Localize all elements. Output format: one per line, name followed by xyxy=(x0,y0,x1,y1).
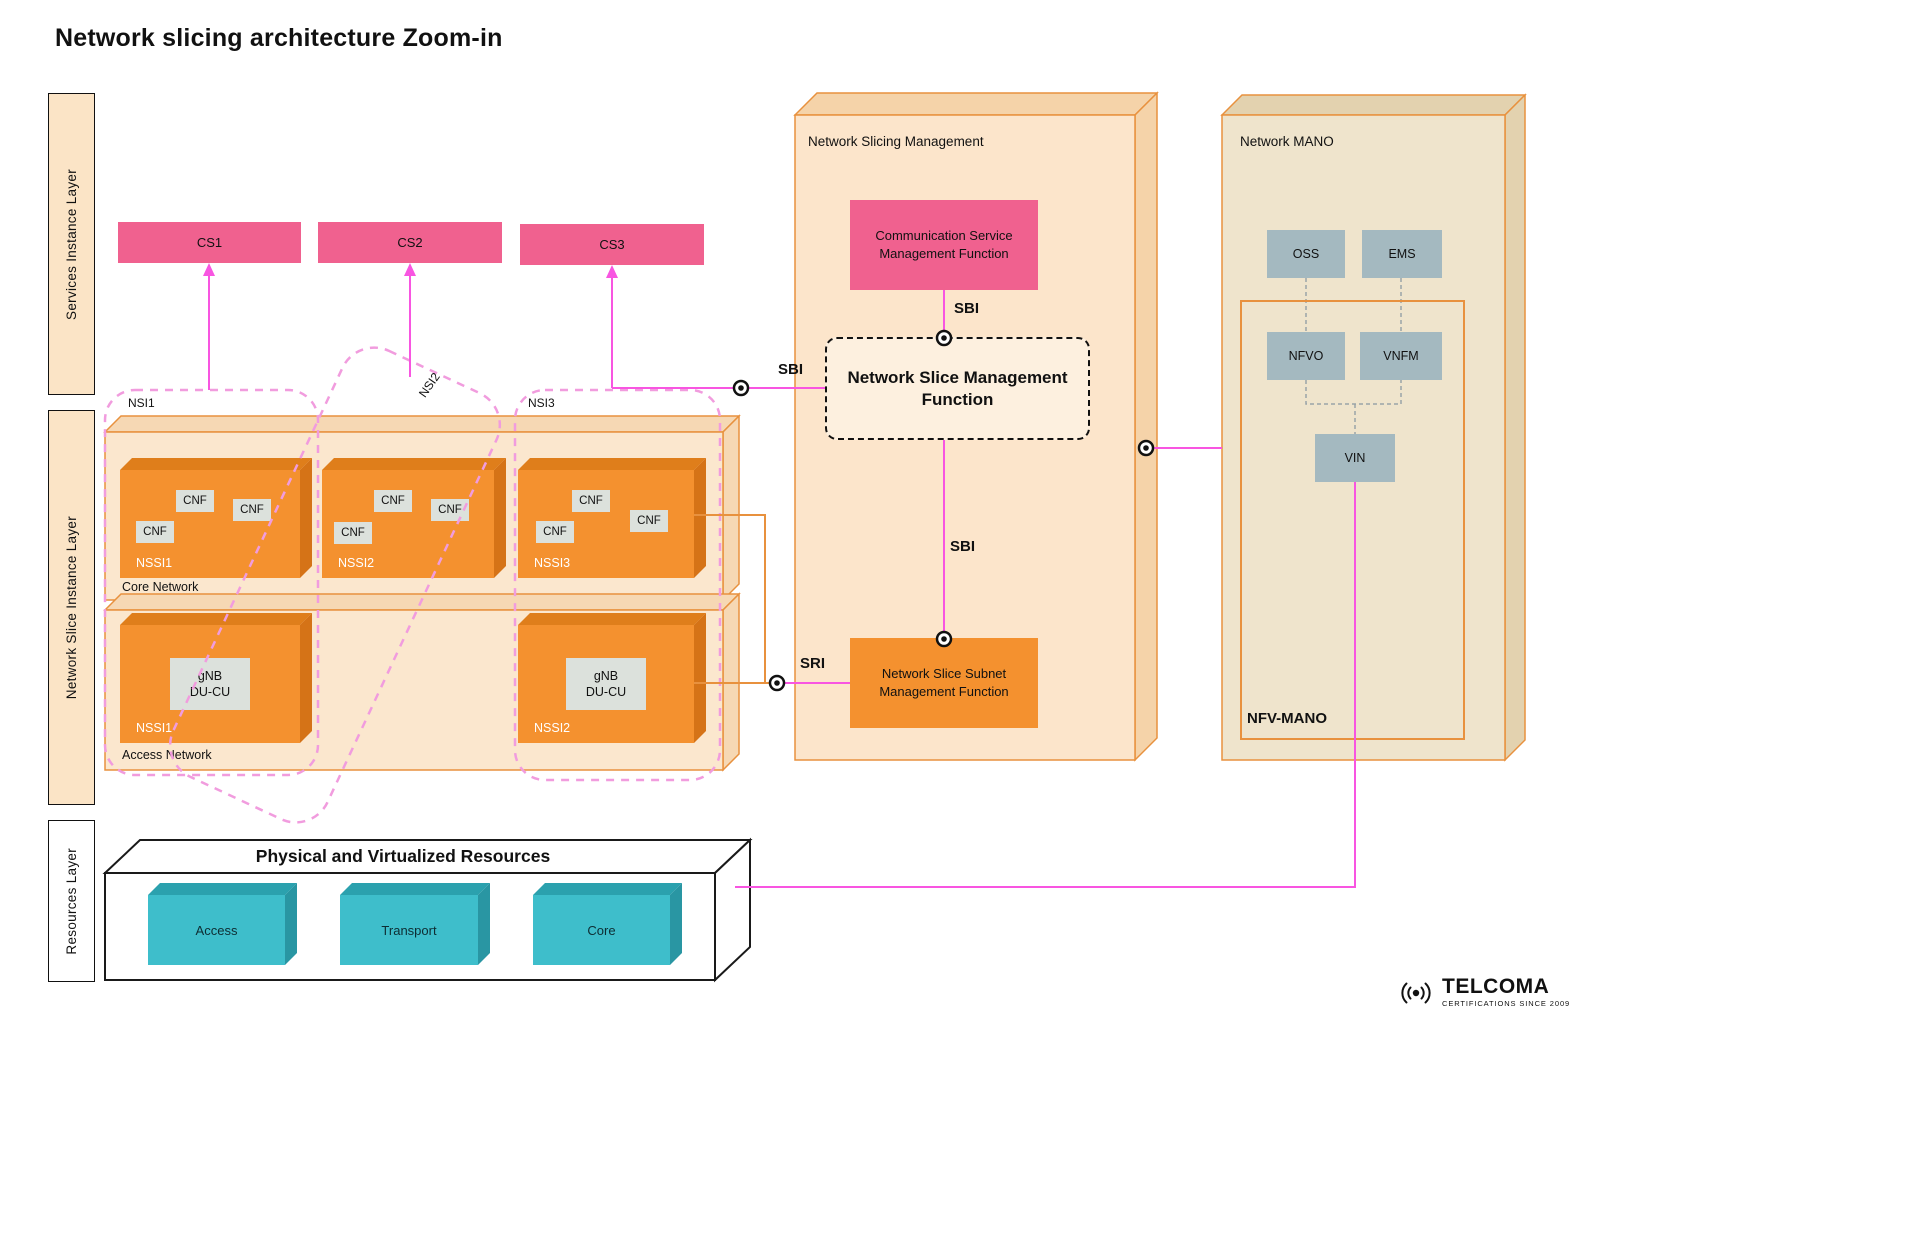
cnf-chip: CNF xyxy=(536,521,574,543)
cnf-chip: CNF xyxy=(176,490,214,512)
access-nssi2-label: NSSI2 xyxy=(534,721,571,735)
mano-dashed-connectors xyxy=(1305,278,1402,434)
nsi3-label: NSI3 xyxy=(528,396,555,410)
cnf-chip: CNF xyxy=(334,522,372,544)
cnf-chip: CNF xyxy=(233,499,271,521)
nsi1-label: NSI1 xyxy=(128,396,155,410)
sbi-left-label: SBI xyxy=(778,361,804,378)
cnf-chip: CNF xyxy=(431,499,469,521)
cnf-chip: CNF xyxy=(630,510,668,532)
cs2-box: CS2 xyxy=(318,222,502,263)
cnf-chip: CNF xyxy=(374,490,412,512)
gnb-du-cu-box: gNB DU-CU xyxy=(170,658,250,710)
nfv-mano-label: NFV-MANO xyxy=(1247,710,1327,727)
logo-name: TELCOMA xyxy=(1442,975,1550,998)
cnf-chip: CNF xyxy=(572,490,610,512)
network-slice-instance-layer-box: Network Slice Instance Layer xyxy=(48,410,95,805)
resource-access-box: Access xyxy=(148,895,285,965)
gnb-label: gNB xyxy=(593,668,619,683)
core-nssi3-label: NSSI3 xyxy=(534,556,571,570)
telcoma-logo: TELCOMA CERTIFICATIONS SINCE 2009 xyxy=(1396,972,1570,1012)
core-resource-3d-faces xyxy=(533,883,682,965)
logo-tagline: CERTIFICATIONS SINCE 2009 xyxy=(1442,999,1571,1008)
du-cu-label: DU-CU xyxy=(189,685,231,699)
access-network-label: Access Network xyxy=(122,748,212,762)
access-nssi2-box: gNB DU-CU NSSI2 xyxy=(518,625,694,743)
nsmf-box: Network Slice Management Function xyxy=(825,337,1090,440)
sri-label: SRI xyxy=(800,655,826,672)
vin-box: VIN xyxy=(1315,434,1395,482)
network-slice-instance-layer-label: Network Slice Instance Layer xyxy=(64,515,79,700)
services-instance-layer-box: Services Instance Layer xyxy=(48,93,95,395)
sbi-mid-label: SBI xyxy=(950,538,976,555)
sbi-top-label: SBI xyxy=(954,300,980,317)
access-nssi1-box: gNB DU-CU NSSI1 xyxy=(120,625,300,743)
resources-layer-label: Resources Layer xyxy=(64,847,79,955)
nfvo-box: NFVO xyxy=(1267,332,1345,380)
vnfm-box: VNFM xyxy=(1360,332,1442,380)
cs3-box: CS3 xyxy=(520,224,704,265)
page-title: Network slicing architecture Zoom-in xyxy=(55,24,503,52)
du-cu-label: DU-CU xyxy=(585,685,627,699)
resource-transport-box: Transport xyxy=(340,895,478,965)
oss-box: OSS xyxy=(1267,230,1345,278)
mano-title: Network MANO xyxy=(1240,134,1334,149)
core-nssi1-label: NSSI1 xyxy=(136,556,173,570)
core-nssi2-label: NSSI2 xyxy=(338,556,375,570)
resources-layer-box: Resources Layer xyxy=(48,820,95,982)
telcoma-logo-icon xyxy=(1401,982,1431,1004)
access-nssi1-label: NSSI1 xyxy=(136,721,173,735)
core-nssi2-box: CNF CNF CNF NSSI2 xyxy=(322,470,494,578)
gnb-du-cu-box: gNB DU-CU xyxy=(566,658,646,710)
access-resource-3d-faces xyxy=(148,883,297,965)
gnb-label: gNB xyxy=(197,668,223,683)
services-instance-layer-label: Services Instance Layer xyxy=(64,168,79,320)
resource-core-box: Core xyxy=(533,895,670,965)
transport-resource-3d-faces xyxy=(340,883,490,965)
core-network-label: Core Network xyxy=(122,580,199,594)
csmf-box: Communication Service Management Functio… xyxy=(850,200,1038,290)
core-nssi3-box: CNF CNF CNF NSSI3 xyxy=(518,470,694,578)
management-title: Network Slicing Management xyxy=(808,134,984,149)
nssmf-box: Network Slice Subnet Management Function xyxy=(850,638,1038,728)
core-nssi1-box: CNF CNF CNF NSSI1 xyxy=(120,470,300,578)
resources-title: Physical and Virtualized Resources xyxy=(255,846,551,866)
cs1-box: CS1 xyxy=(118,222,301,263)
cnf-chip: CNF xyxy=(136,521,174,543)
ems-box: EMS xyxy=(1362,230,1442,278)
